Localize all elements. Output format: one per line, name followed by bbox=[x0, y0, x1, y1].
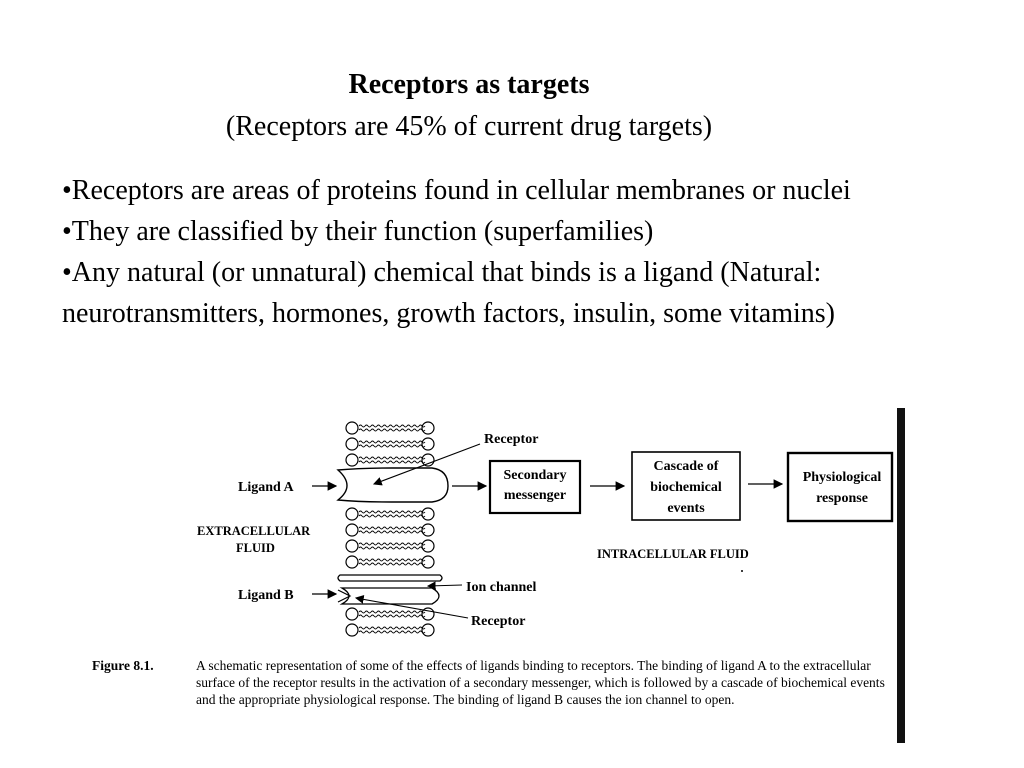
physiological-box-text: Physiological bbox=[803, 470, 882, 485]
lipid-head bbox=[421, 623, 435, 637]
slide-title: Receptors as targets bbox=[348, 69, 590, 100]
lipid-head bbox=[421, 555, 435, 569]
lipid-head bbox=[421, 453, 435, 467]
physiological-box-text: response bbox=[816, 491, 868, 506]
figure-number: Figure 8.1. bbox=[92, 658, 154, 673]
lipid-tail bbox=[358, 626, 426, 634]
lipid-head bbox=[421, 421, 435, 435]
extracellular-label: EXTRACELLULAR bbox=[197, 524, 311, 538]
receptor-pointer-bottom bbox=[354, 595, 469, 619]
lipid-tail bbox=[358, 510, 426, 518]
lipid-head bbox=[345, 523, 359, 537]
bullet-item: •Any natural (or unnatural) chemical tha… bbox=[62, 257, 835, 329]
bullet-list: •Receptors are areas of proteins found i… bbox=[62, 170, 962, 334]
secondary-messenger-box bbox=[488, 459, 582, 515]
lipid-tail bbox=[358, 526, 426, 534]
lipid-head bbox=[421, 507, 435, 521]
cascade-box-text: biochemical bbox=[650, 480, 722, 495]
lipid-tail bbox=[358, 558, 426, 566]
ligand-a-label: Ligand A bbox=[238, 480, 295, 495]
lipid-head bbox=[345, 607, 359, 621]
bullet-item: •Receptors are areas of proteins found i… bbox=[62, 175, 851, 206]
extracellular-label-2: FLUID bbox=[236, 541, 275, 555]
scan-speck bbox=[741, 570, 743, 572]
figure-caption-text: A schematic representation of some of th… bbox=[196, 658, 885, 707]
lipid-head bbox=[345, 623, 359, 637]
slide-subtitle: (Receptors are 45% of current drug targe… bbox=[225, 111, 713, 142]
cascade-box-text: Cascade of bbox=[654, 459, 719, 474]
lipid-head bbox=[345, 539, 359, 553]
cascade-box bbox=[631, 451, 741, 521]
lipid-head bbox=[345, 555, 359, 569]
receptor-protein-b bbox=[339, 587, 440, 605]
lipid-tail bbox=[358, 610, 426, 618]
lipid-head bbox=[421, 437, 435, 451]
lipid-head bbox=[421, 523, 435, 537]
intracellular-label: INTRACELLULAR FLUID bbox=[597, 547, 749, 561]
receptor-pointer-top bbox=[372, 443, 481, 486]
lipid-head bbox=[345, 453, 359, 467]
lipid-head bbox=[345, 437, 359, 451]
physiological-response-box bbox=[786, 451, 894, 523]
lipid-head bbox=[421, 539, 435, 553]
ion-channel-pointer bbox=[426, 581, 463, 591]
lipid-tail bbox=[358, 424, 426, 432]
ion-channel-shape bbox=[337, 574, 443, 582]
ligand-b-shape bbox=[337, 589, 352, 603]
lipid-head bbox=[345, 507, 359, 521]
receptor-label-bottom: Receptor bbox=[471, 614, 525, 629]
ion-channel-label: Ion channel bbox=[466, 580, 537, 595]
lipid-bilayer bbox=[345, 421, 435, 637]
bullet-item: •They are classified by their function (… bbox=[62, 216, 654, 247]
lipid-tail bbox=[358, 456, 426, 464]
lipid-head bbox=[345, 421, 359, 435]
secondary-box-text: Secondary bbox=[504, 468, 567, 483]
receptor-label-top: Receptor bbox=[484, 432, 538, 447]
cascade-box-text: events bbox=[667, 501, 705, 516]
ligand-b-label: Ligand B bbox=[238, 588, 294, 603]
lipid-head bbox=[421, 607, 435, 621]
lipid-tail bbox=[358, 440, 426, 448]
receptor-protein-a bbox=[336, 467, 449, 503]
secondary-box-text: messenger bbox=[504, 488, 566, 503]
lipid-tail bbox=[358, 542, 426, 550]
scan-edge bbox=[897, 408, 905, 743]
